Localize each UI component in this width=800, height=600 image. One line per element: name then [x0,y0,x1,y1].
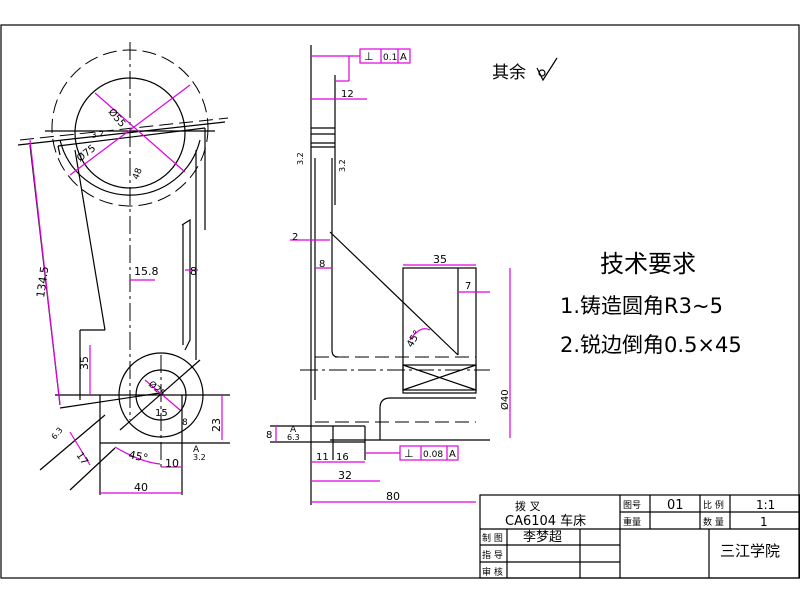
dim-15: 15 [155,408,168,419]
machine-model: CA6104 车床 [505,513,586,529]
drawn-by: 李梦超 [523,530,562,545]
hub-section [402,267,477,394]
tech-req-item-1: 1.铸造圆角R3~5 [560,294,723,318]
dim-16: 16 [336,452,349,463]
drawing-border [0,24,800,579]
dim-3-2: 3.2 [91,129,105,140]
weight-label: 重量 [623,516,641,528]
dim-7: 7 [465,281,471,292]
dim-11: 11 [316,452,329,463]
dim-8b: 8 [182,418,188,428]
rough-right: 3.2 [338,159,347,172]
qty-value: 1 [760,515,768,529]
tolerance-frame-top: ⊥ 0.1 A [359,48,411,64]
perpendicularity-symbol: ⊥ [404,447,414,460]
dim-45-deg: 45° [127,448,149,465]
school-name: 三江学院 [720,542,780,560]
side-view: ⊥ 0.1 A 12 3.2 3.2 2 8 35 7 45° Ø40 8 A … [266,45,511,505]
dim-15-8: 15.8 [134,265,159,278]
dim-35: 35 [78,356,91,370]
dim-23: 23 [210,418,223,432]
rest-roughness-label: 其余 [492,63,526,83]
dim-8-side: 8 [319,259,325,270]
perpendicularity-symbol: ⊥ [364,50,374,63]
scale-value: 1:1 [756,498,775,512]
drawing-no: 01 [667,498,684,513]
rough-3-2: 3.2 [193,453,206,462]
tolerance-value: 0.08 [423,450,443,460]
rough-6-3-side: 6.3 [287,433,300,442]
tech-req-title: 技术要求 [600,250,696,278]
dim-35-side: 35 [433,253,447,266]
rough-a: A [193,445,200,455]
tolerance-datum: A [400,52,407,63]
dim-17: 17 [74,450,90,467]
scale-label: 比 例 [703,499,724,511]
dim-45-side: 45° [405,329,423,350]
roughness-symbol-icon [536,57,558,82]
qty-label: 数 量 [703,516,724,528]
tech-req-item-2: 2.锐边倒角0.5×45 [560,333,742,357]
dim-8: 8 [190,265,197,278]
rough-left: 3.2 [296,152,305,165]
tolerance-value: 0.1 [383,53,397,63]
cut-line-1 [17,121,226,146]
dim-8-bottom: 8 [266,430,272,441]
part-name: 拨 叉 [515,499,541,513]
dim-134-5: 134.5 [34,265,51,298]
dim-2: 2 [292,232,298,243]
dim-phi40: Ø40 [499,389,511,410]
dim-32: 32 [338,469,352,482]
dim-phi55: Ø55 [106,106,128,130]
front-view: Ø55 Ø75 48 3.2 134.5 15.8 8 35 Ø25 15 8 … [17,42,230,495]
drawn-label: 制 图 [482,532,503,544]
title-block: 拨 叉 CA6104 车床 图号 01 比 例 1:1 重量 数 量 1 制 图… [479,494,800,579]
tolerance-frame-bottom: ⊥ 0.08 A [399,445,459,461]
dim-10: 10 [165,457,179,470]
rough-6-3: 6.3 [50,426,65,442]
dim-80: 80 [386,490,400,503]
dim-12: 12 [341,89,354,100]
rough-datum-a: A [290,425,297,435]
tolerance-datum: A [449,449,456,460]
guide-label: 指 导 [482,549,503,561]
dim-40: 40 [134,481,148,494]
dim-48: 48 [131,167,144,181]
dim-phi75: Ø75 [74,142,98,164]
review-label: 审 核 [482,566,503,578]
drawing-no-label: 图号 [623,500,641,511]
